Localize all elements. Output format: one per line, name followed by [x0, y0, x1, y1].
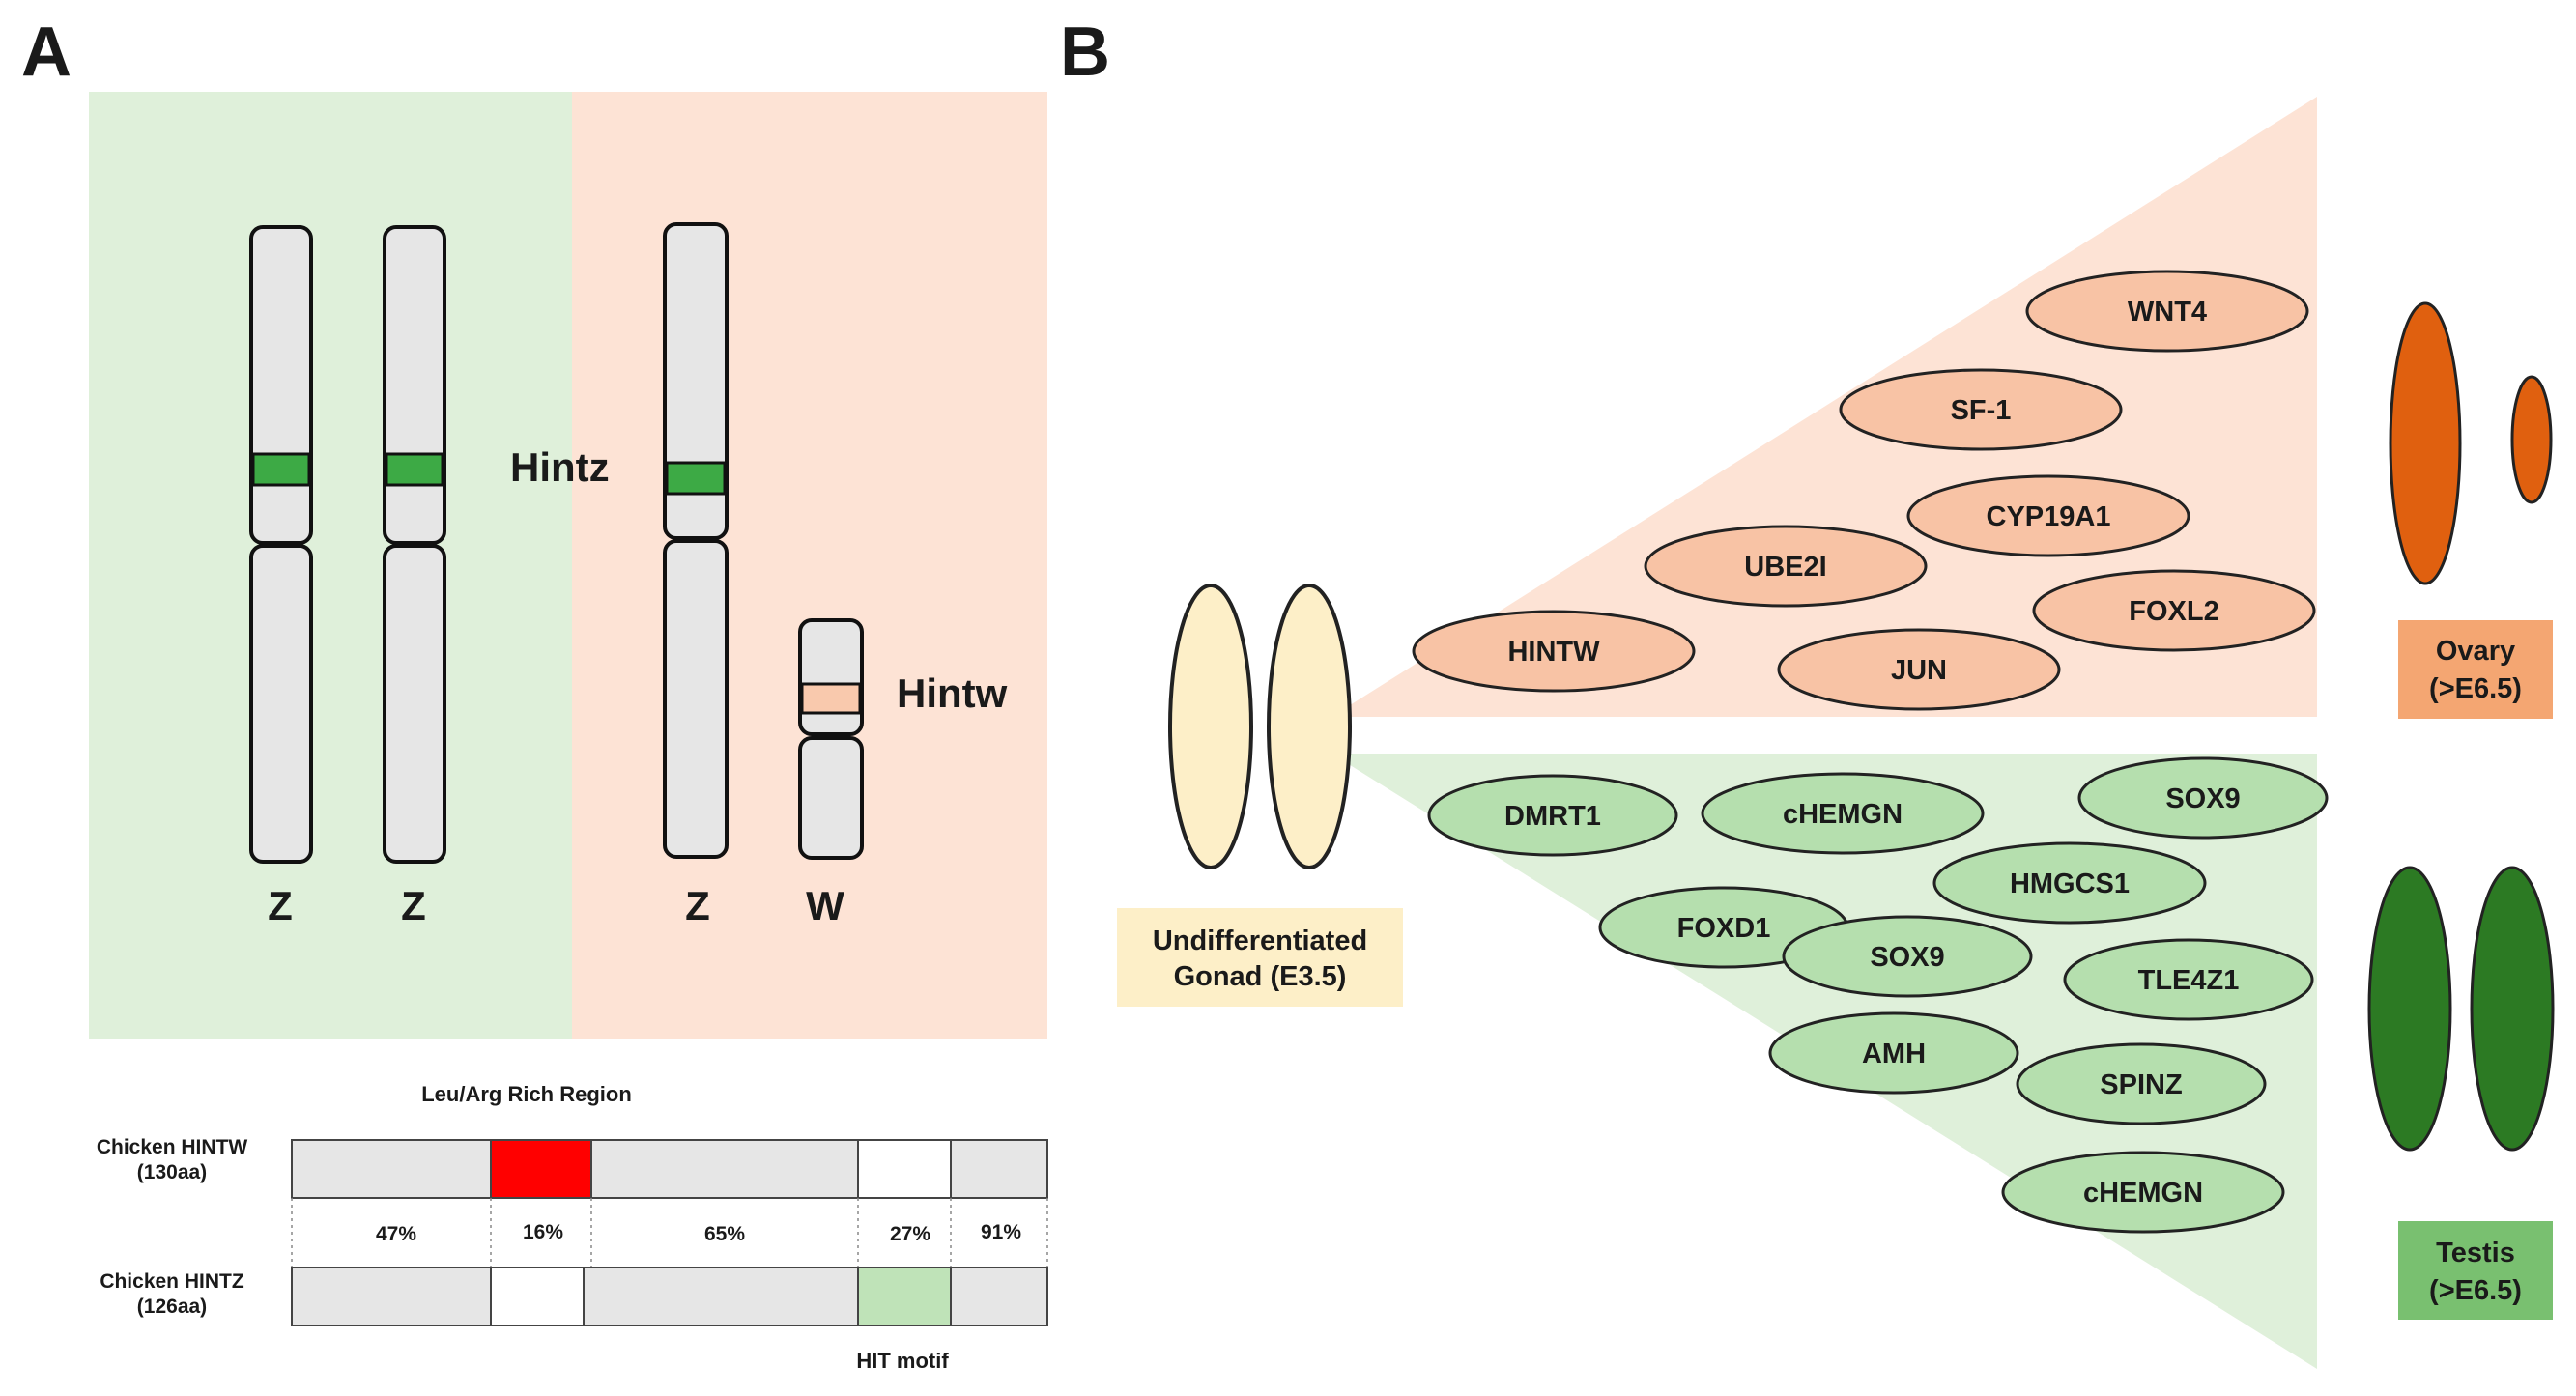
identity-value: 27%: [890, 1223, 930, 1245]
female-gene: JUN: [1777, 628, 2061, 711]
male-gene: TLE4Z1: [2063, 938, 2314, 1021]
chromosome-z-3: [663, 222, 729, 859]
male-gene: cHEMGN: [2001, 1151, 2285, 1234]
svg-text:TLE4Z1: TLE4Z1: [2138, 965, 2240, 996]
svg-text:DMRT1: DMRT1: [1504, 801, 1601, 832]
male-gene: AMH: [1768, 1011, 2019, 1095]
svg-text:SPINZ: SPINZ: [2100, 1069, 2182, 1100]
hintz-label: Hintz: [510, 444, 610, 490]
hintz-protein-bar: [291, 1267, 1048, 1326]
female-pathway-wedge: [1331, 97, 2317, 717]
male-gene: cHEMGN: [1701, 772, 1985, 855]
hintz-band: [385, 452, 444, 487]
svg-text:WNT4: WNT4: [2128, 297, 2207, 328]
svg-text:FOXL2: FOXL2: [2129, 596, 2218, 627]
identity-value: 65%: [704, 1223, 745, 1245]
chromosome-label: Z: [268, 883, 293, 928]
svg-text:UBE2I: UBE2I: [1744, 552, 1826, 583]
hintw-band: [800, 682, 862, 715]
gonad-label-box: [1117, 908, 1403, 1007]
male-gene: DMRT1: [1427, 774, 1678, 857]
svg-text:SOX9: SOX9: [2165, 783, 2240, 814]
svg-text:HINTW: HINTW: [1507, 637, 1600, 668]
svg-text:CYP19A1: CYP19A1: [1987, 501, 2111, 532]
female-gene: HINTW: [1412, 610, 1696, 693]
ovary-label-box: [2398, 620, 2553, 719]
hintw-label: Hintw: [897, 670, 1008, 716]
svg-text:SOX9: SOX9: [1870, 942, 1944, 973]
hintz-band: [251, 452, 311, 487]
svg-text:FOXD1: FOXD1: [1677, 913, 1771, 944]
male-gene: SPINZ: [2016, 1042, 2267, 1125]
testis-illustration: [2367, 866, 2555, 1152]
testis-label-line-1: Testis: [2436, 1238, 2515, 1268]
svg-text:AMH: AMH: [1862, 1039, 1926, 1069]
hintw-protein-name: Chicken HINTW: [97, 1136, 248, 1158]
panel-b-letter: B: [1060, 14, 1110, 91]
chromosome-label: W: [806, 883, 844, 928]
hintw-protein-bar: [291, 1139, 1048, 1199]
leu-arg-rich-segment: [490, 1139, 592, 1199]
testis-label-box: [2398, 1221, 2553, 1320]
svg-text:cHEMGN: cHEMGN: [1783, 799, 1903, 830]
panel-a-letter: A: [21, 14, 72, 91]
ovary-label-line-2: (>E6.5): [2429, 673, 2522, 704]
female-zw-background: [572, 92, 1047, 1039]
chromosome-z-1: [249, 225, 313, 864]
female-gene: UBE2I: [1644, 525, 1928, 608]
identity-grid: [291, 1198, 1048, 1268]
svg-text:HMGCS1: HMGCS1: [2010, 869, 2130, 899]
ovary-illustration: [2389, 301, 2553, 585]
identity-value: 91%: [981, 1221, 1021, 1243]
chromosome-label: Z: [685, 883, 710, 928]
male-gene: SOX9: [2077, 756, 2329, 840]
gonad-label-line-2: Gonad (E3.5): [1174, 961, 1347, 992]
female-gene: FOXL2: [2032, 569, 2316, 652]
svg-text:cHEMGN: cHEMGN: [2083, 1178, 2203, 1209]
hit-motif-label: HIT motif: [856, 1349, 949, 1373]
chromosome-label: Z: [401, 883, 426, 928]
testis-label-line-2: (>E6.5): [2429, 1275, 2522, 1306]
chromosome-w: [798, 618, 864, 860]
leu-arg-region-label: Leu/Arg Rich Region: [421, 1082, 632, 1106]
female-gene: WNT4: [2025, 270, 2309, 353]
ovary-label-line-1: Ovary: [2436, 636, 2515, 667]
hit-motif-segment: [857, 1267, 952, 1326]
hintz-protein-length: (126aa): [137, 1296, 207, 1318]
hintz-band: [665, 461, 727, 496]
svg-text:SF-1: SF-1: [1951, 395, 2012, 426]
undifferentiated-gonad: [1168, 584, 1352, 869]
svg-text:JUN: JUN: [1891, 655, 1947, 686]
female-gene: SF-1: [1839, 368, 2123, 451]
male-gene: HMGCS1: [1932, 841, 2207, 925]
identity-value: 16%: [523, 1221, 563, 1243]
female-gene: CYP19A1: [1906, 474, 2190, 557]
male-zz-background: [89, 92, 572, 1039]
gonad-label-line-1: Undifferentiated: [1153, 926, 1367, 956]
identity-value: 47%: [376, 1223, 416, 1245]
hintw-protein-length: (130aa): [137, 1161, 207, 1183]
hintz-protein-name: Chicken HINTZ: [100, 1270, 244, 1293]
male-gene: SOX9: [1782, 915, 2033, 998]
chromosome-z-2: [383, 225, 446, 864]
